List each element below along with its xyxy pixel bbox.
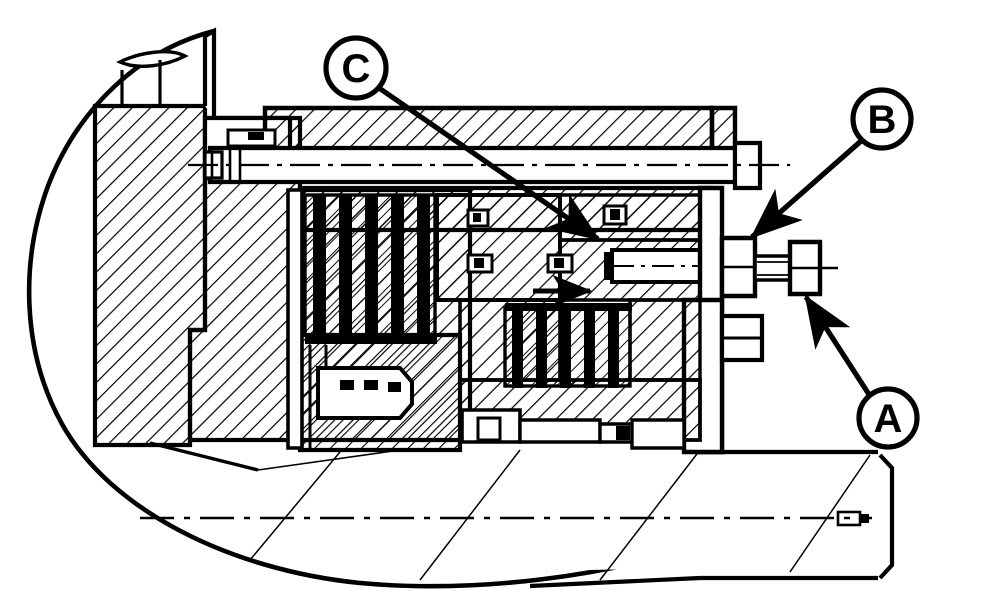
flange-notch [116, 50, 189, 68]
upper-sleeve [262, 105, 738, 153]
clutch-plate [313, 196, 326, 340]
shaft-end-boss [732, 140, 763, 191]
bolt-shank [753, 254, 792, 282]
callout-a-leader [803, 294, 873, 398]
clutch-plate [365, 196, 378, 340]
centerlines [140, 163, 872, 520]
clutch-plate [608, 308, 619, 388]
callout-b-label: B [868, 98, 897, 142]
callout-c-label: C [342, 47, 371, 91]
clutch-plate [584, 308, 595, 388]
hex-bolt [753, 239, 838, 297]
callout-c-circle[interactable] [323, 35, 389, 101]
adjusting-nut [719, 235, 758, 299]
callout-a-circle[interactable] [856, 386, 920, 450]
seal-detail [297, 332, 463, 453]
callout-a[interactable]: A [856, 386, 920, 450]
inner-column-detail [286, 188, 304, 450]
clutch-plate [560, 308, 571, 388]
outer-housing-arc [26, 28, 701, 589]
callout-leaders [377, 85, 873, 398]
clutch-plate [391, 196, 404, 340]
callout-b-leader [750, 139, 863, 239]
clutch-plate [417, 196, 430, 340]
callout-c-leader [377, 85, 601, 242]
clutch-pack-upper [303, 193, 437, 344]
left-flange [92, 27, 217, 448]
callout-c[interactable]: C [323, 35, 389, 101]
sleeve-key-detail [226, 128, 277, 148]
callout-a-label: A [874, 397, 903, 441]
internal-boss-detail [466, 204, 628, 274]
bottom-retainer-detail [460, 408, 686, 450]
lower-tapered-housing [149, 441, 895, 589]
lower-hex-nut [719, 313, 765, 363]
clutch-plate [339, 196, 352, 340]
callout-b-circle[interactable] [850, 87, 914, 151]
callout-b[interactable]: B [850, 87, 914, 151]
